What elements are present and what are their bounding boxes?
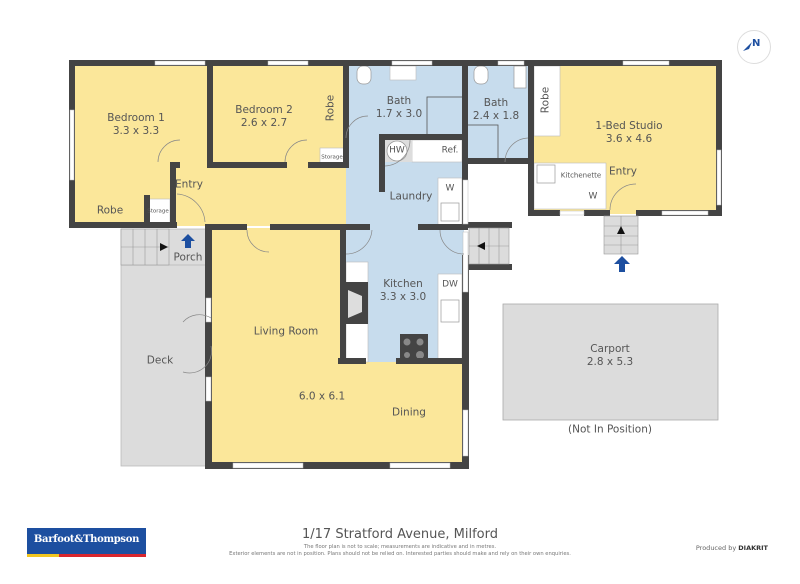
step-arrow-left-icon — [477, 242, 485, 250]
bath-vanity — [389, 65, 417, 81]
room-name: Bedroom 2 — [235, 104, 293, 116]
room-name: Carport — [590, 343, 630, 355]
living-room-label: Living Room — [253, 325, 319, 338]
entry-hall-fill — [172, 164, 380, 226]
washer-label: W — [445, 183, 455, 194]
bed1-robe-fill — [72, 197, 144, 225]
disclaimer-line-1: The floor plan is not to scale; measurem… — [303, 544, 497, 550]
room-name: Bath — [386, 95, 412, 107]
entry-label: Entry — [175, 178, 203, 191]
studio-steps — [603, 215, 639, 255]
bedroom2-label: Bedroom 2 2.6 x 2.7 — [235, 104, 293, 130]
deck-area — [120, 263, 212, 467]
washer-label: W — [588, 191, 598, 202]
dining-label: Dining — [392, 406, 426, 419]
basin-2 — [513, 65, 527, 89]
storage-label: Storage — [147, 208, 169, 215]
room-name: Kitchen — [383, 278, 423, 290]
room-dims: 1.7 x 3.0 — [375, 108, 423, 120]
room-dims: 2.6 x 2.7 — [240, 117, 288, 129]
deck-label: Deck — [146, 354, 174, 367]
compass-letter: N — [752, 38, 761, 49]
laundry-label: Laundry — [389, 190, 433, 203]
carport-label: Carport 2.8 x 5.3 — [587, 343, 633, 369]
back-steps — [468, 227, 510, 265]
barfoot-thompson-logo: Barfoot&Thompson — [27, 528, 146, 557]
ref-label: Ref. — [441, 145, 459, 156]
bed2-robe — [319, 66, 344, 126]
carport-area — [502, 303, 719, 421]
entrance-arrow-icon — [181, 234, 195, 248]
north-compass-icon: N — [737, 30, 771, 64]
room-name: Bath — [483, 97, 509, 109]
room-dims: 2.4 x 1.8 — [472, 110, 520, 122]
dishwasher-label: DW — [442, 279, 458, 290]
step-arrow-up-icon — [617, 226, 625, 234]
studio-entrance-arrow-icon — [614, 256, 630, 272]
kitchen-label: Kitchen 3.3 x 3.0 — [380, 278, 426, 304]
toilet-1 — [356, 65, 372, 85]
kitchenette-sink — [536, 164, 556, 184]
logo-text: Barfoot&Thompson — [33, 534, 140, 545]
room-dims: 2.8 x 5.3 — [586, 356, 634, 368]
laundry-tub — [440, 202, 460, 222]
room-dims: 3.6 x 4.6 — [605, 133, 653, 145]
hw-label: HW — [389, 145, 405, 156]
bath2-label: Bath 2.4 x 1.8 — [473, 97, 519, 123]
porch-label: Porch — [173, 251, 203, 264]
disclaimer-line-2: Exterior elements are not in position. P… — [229, 551, 571, 557]
robe-label: Robe — [96, 204, 124, 217]
cooktop-icon — [400, 334, 428, 362]
produced-by-prefix: Produced by — [695, 544, 737, 552]
diakrit-brand: DIAKRIT — [738, 544, 768, 552]
storage-label: Storage — [321, 154, 343, 161]
room-dims: 3.3 x 3.3 — [112, 125, 160, 137]
studio-entry-label: Entry — [609, 165, 637, 178]
robe-label: Robe — [324, 94, 337, 122]
bedroom1-label: Bedroom 1 3.3 x 3.3 — [107, 112, 165, 138]
carport-note: (Not In Position) — [568, 423, 652, 436]
room-name: Bedroom 1 — [107, 112, 165, 124]
floorplan — [69, 60, 722, 469]
studio-label: 1-Bed Studio 3.6 x 4.6 — [595, 120, 662, 146]
living-room-dims: 6.0 x 6.1 — [298, 390, 346, 403]
step-arrow-icon — [160, 243, 168, 251]
kitchenette-label: Kitchenette — [560, 171, 602, 180]
kitchen-sink — [440, 299, 460, 323]
room-dims: 3.3 x 3.0 — [379, 291, 427, 303]
bath1-label: Bath 1.7 x 3.0 — [376, 95, 422, 121]
robe-label: Robe — [539, 86, 552, 114]
room-name: 1-Bed Studio — [595, 120, 663, 132]
hot-water-cylinder — [386, 140, 408, 162]
dining-fill — [340, 362, 464, 465]
produced-by: Produced by DIAKRIT — [696, 544, 768, 552]
toilet-2 — [473, 65, 489, 85]
living-fill — [212, 228, 344, 465]
property-address: 1/17 Stratford Avenue, Milford — [301, 527, 499, 542]
